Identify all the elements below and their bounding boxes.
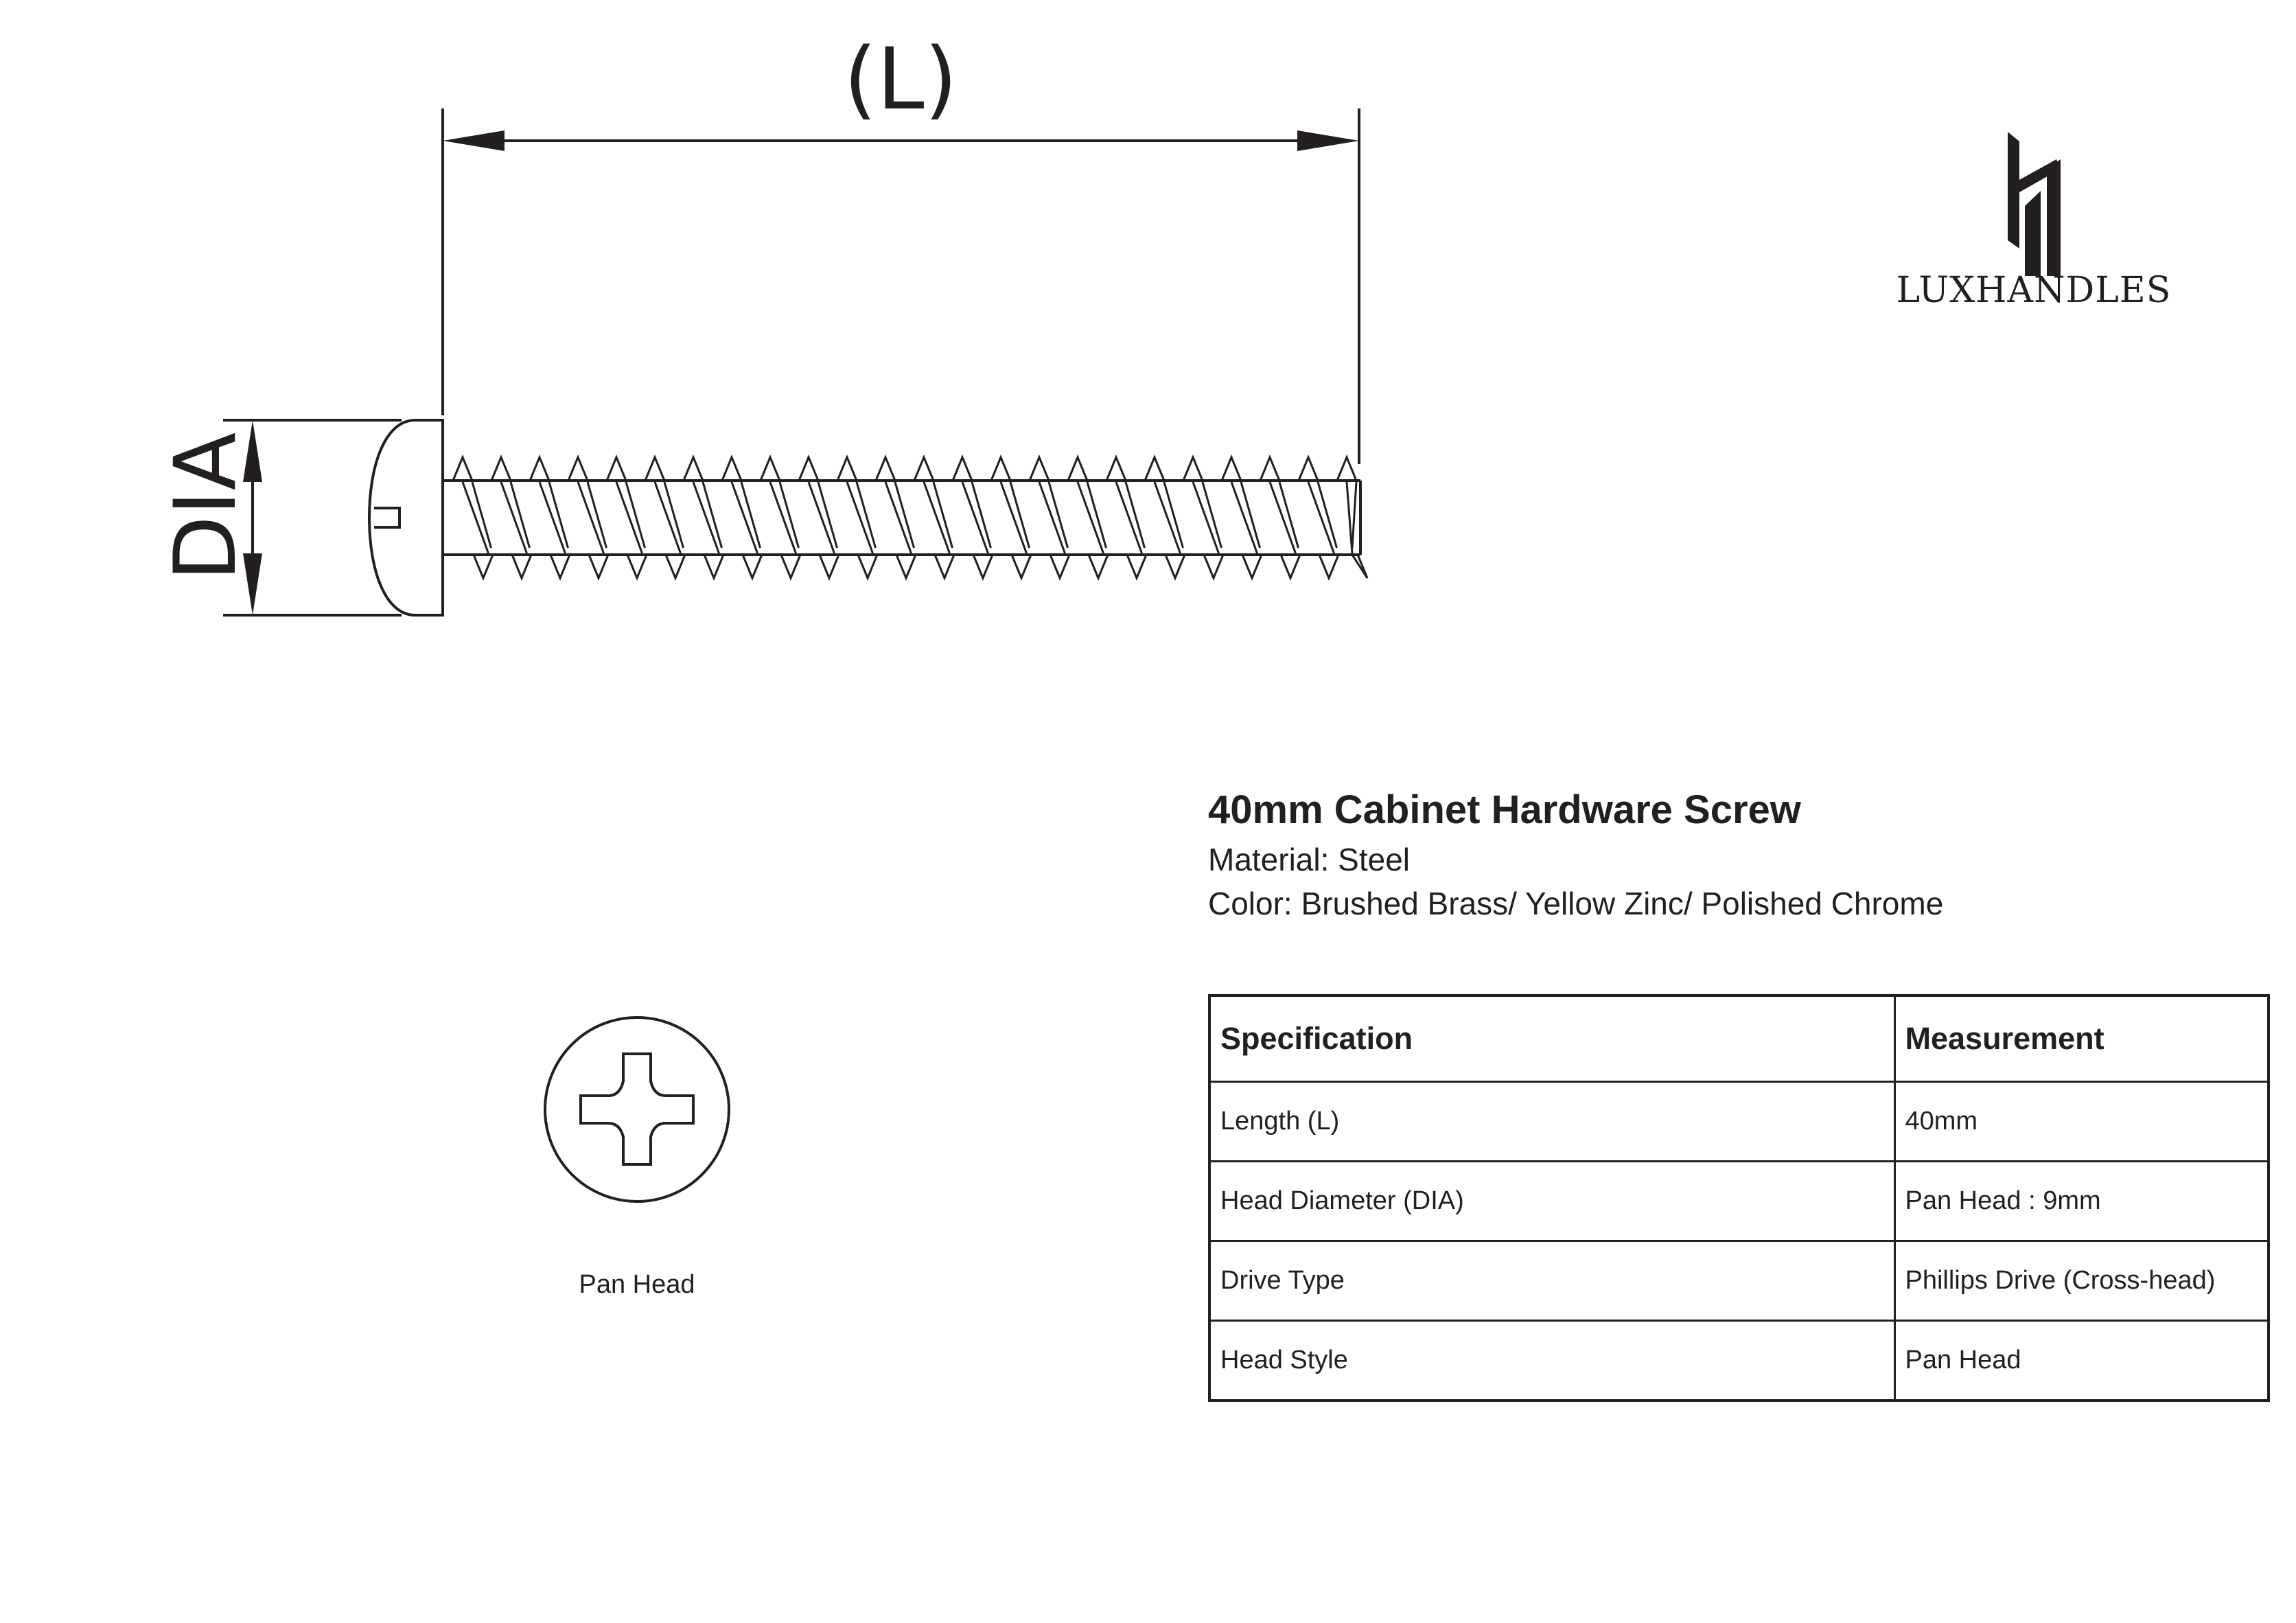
table-cell-measurement: Phillips Drive (Cross-head) [1893, 1240, 2270, 1322]
diameter-dimension [223, 419, 402, 617]
length-arrow-left [443, 130, 505, 151]
diameter-label: DIA [156, 433, 255, 582]
thread-turn [990, 454, 1032, 581]
phillips-cross-icon [579, 1052, 695, 1166]
length-arrow-right [1297, 130, 1359, 151]
diameter-arrow-top [243, 420, 262, 482]
product-title: 40mm Cabinet Hardware Screw [1208, 787, 1801, 832]
thread-turn [759, 454, 802, 581]
screw-threads [452, 454, 1369, 581]
thread-turn [1028, 454, 1071, 581]
screw-pan-head [367, 419, 444, 617]
thread-turn [951, 454, 994, 581]
table-cell-measurement: Pan Head [1893, 1320, 2270, 1402]
pan-head-top-view [544, 1016, 730, 1203]
thread-turn [874, 454, 917, 581]
header-specification: Specification [1208, 994, 1896, 1083]
thread-turn [836, 454, 879, 581]
table-header-row: Specification Measurement [1208, 994, 2270, 1083]
thread-turn [798, 454, 840, 581]
table-row: Head Diameter (DIA) Pan Head : 9mm [1208, 1160, 2270, 1242]
header-measurement: Measurement [1893, 994, 2270, 1083]
thread-turn [567, 454, 610, 581]
thread-turn [1297, 454, 1340, 581]
length-dimension [441, 108, 1360, 464]
thread-turn [1144, 454, 1186, 581]
thread-turn [1220, 454, 1263, 581]
thread-turn [1067, 454, 1109, 581]
thread-turn [529, 454, 571, 581]
table-cell-spec: Length (L) [1208, 1081, 1896, 1162]
table-row: Head Style Pan Head [1208, 1320, 2270, 1402]
thread-turn [721, 454, 763, 581]
thread-turn [1105, 454, 1148, 581]
table-cell-measurement: 40mm [1893, 1081, 2270, 1162]
thread-turn [1182, 454, 1225, 581]
thread-turn [452, 454, 494, 581]
pan-head-caption: Pan Head [579, 1270, 695, 1299]
table-row: Length (L) 40mm [1208, 1081, 2270, 1162]
thread-turn [682, 454, 725, 581]
thread-turn [644, 454, 686, 581]
thread-turn [913, 454, 955, 581]
thread-turn [1259, 454, 1301, 581]
thread-turn [1336, 454, 1369, 579]
table-cell-spec: Head Diameter (DIA) [1208, 1160, 1896, 1242]
table-cell-spec: Drive Type [1208, 1240, 1896, 1322]
thread-turn [490, 454, 533, 581]
pan-head-top-view-circle [544, 1016, 730, 1203]
diameter-arrow-bottom [243, 553, 262, 615]
screw-side-view [367, 419, 1369, 617]
table-row: Drive Type Phillips Drive (Cross-head) [1208, 1240, 2270, 1322]
thread-turn [605, 454, 648, 581]
screw-head-slot [374, 507, 401, 529]
specification-table: Specification Measurement Length (L) 40m… [1208, 994, 2270, 1402]
luxhandles-logo-icon [2008, 132, 2061, 276]
product-description: 40mm Cabinet Hardware Screw Material: St… [1208, 783, 2169, 925]
length-label: (L) [844, 30, 958, 129]
table-cell-measurement: Pan Head : 9mm [1893, 1160, 2270, 1242]
brand-name: LUXHANDLES [1897, 270, 2172, 311]
product-color: Color: Brushed Brass/ Yellow Zinc/ Polis… [1208, 886, 1944, 921]
table-cell-spec: Head Style [1208, 1320, 1896, 1402]
product-material: Material: Steel [1208, 842, 1411, 877]
